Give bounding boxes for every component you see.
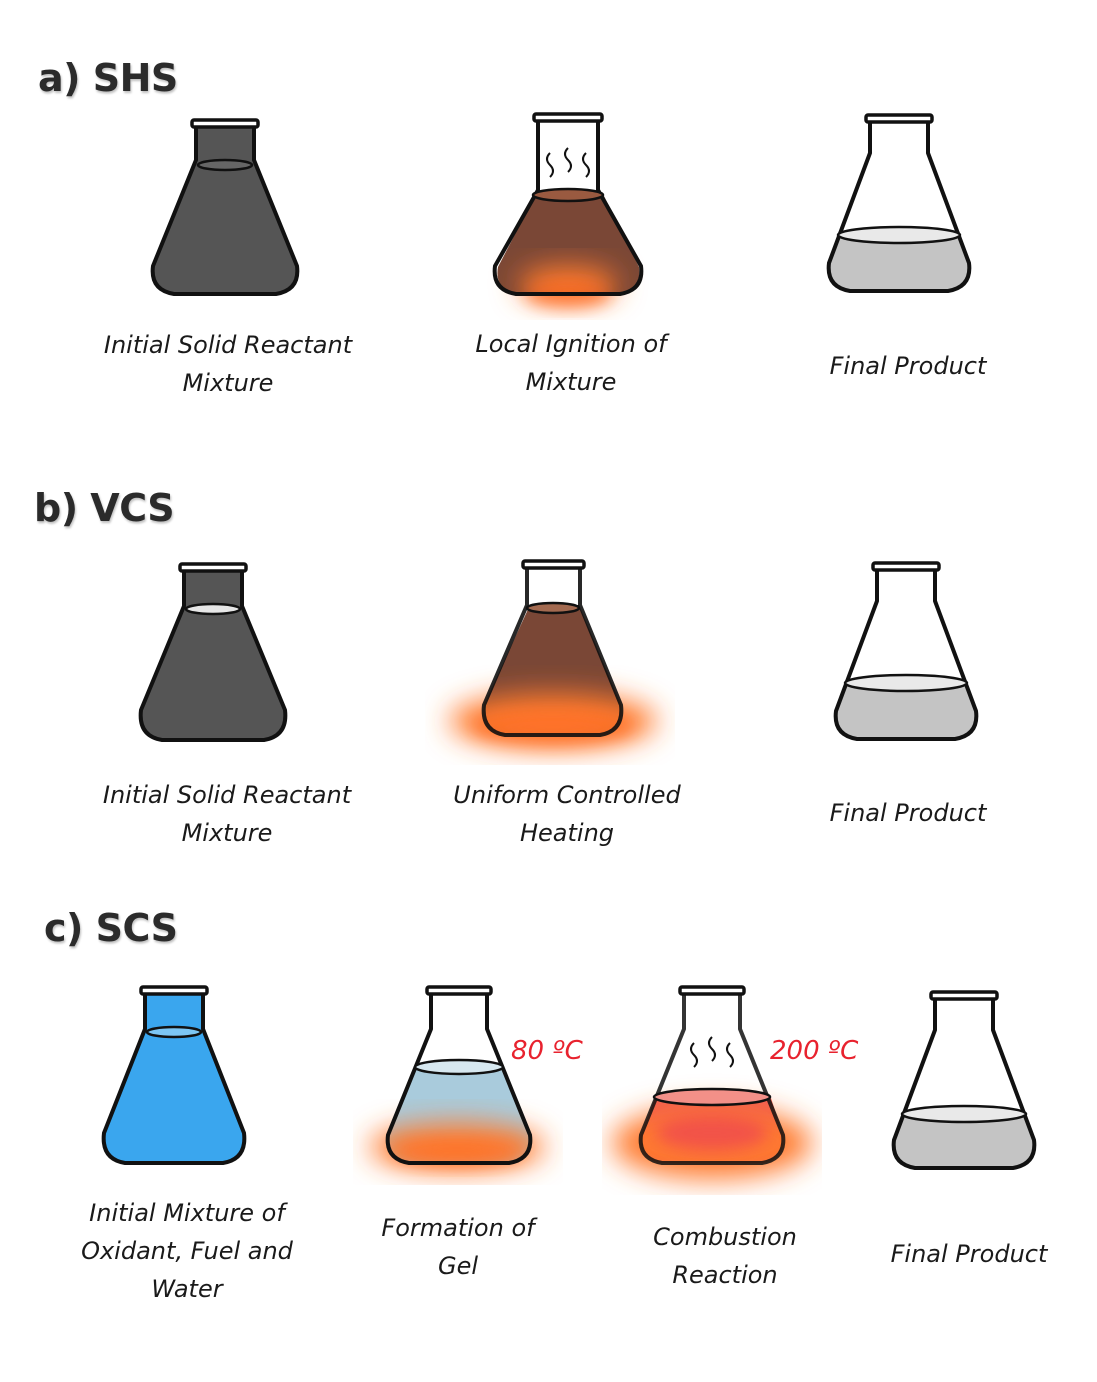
flask-final-product xyxy=(826,113,972,293)
flask-initial-solution xyxy=(101,985,247,1165)
flask-combustion xyxy=(612,985,812,1179)
flask-uniform-heating xyxy=(449,559,657,749)
flask-initial-solid-mixture xyxy=(138,562,288,742)
section-c-title: c) SCS xyxy=(44,906,178,950)
caption-shs-final: Final Product xyxy=(829,352,987,380)
flask-initial-solid-mixture xyxy=(150,118,300,296)
flask-final-product xyxy=(833,561,979,741)
temperature-label-gel: 80 ºC xyxy=(511,1036,583,1066)
caption-vcs-final: Final Product xyxy=(829,799,987,827)
section-a-title: a) SHS xyxy=(38,56,178,100)
caption-scs-final: Final Product xyxy=(890,1240,1048,1268)
temperature-label-combustion: 200 ºC xyxy=(770,1036,859,1066)
flask-final-product xyxy=(891,990,1037,1170)
flask-local-ignition xyxy=(492,112,644,306)
section-b-title: b) VCS xyxy=(34,486,175,530)
flask-gel-formation xyxy=(369,985,545,1171)
